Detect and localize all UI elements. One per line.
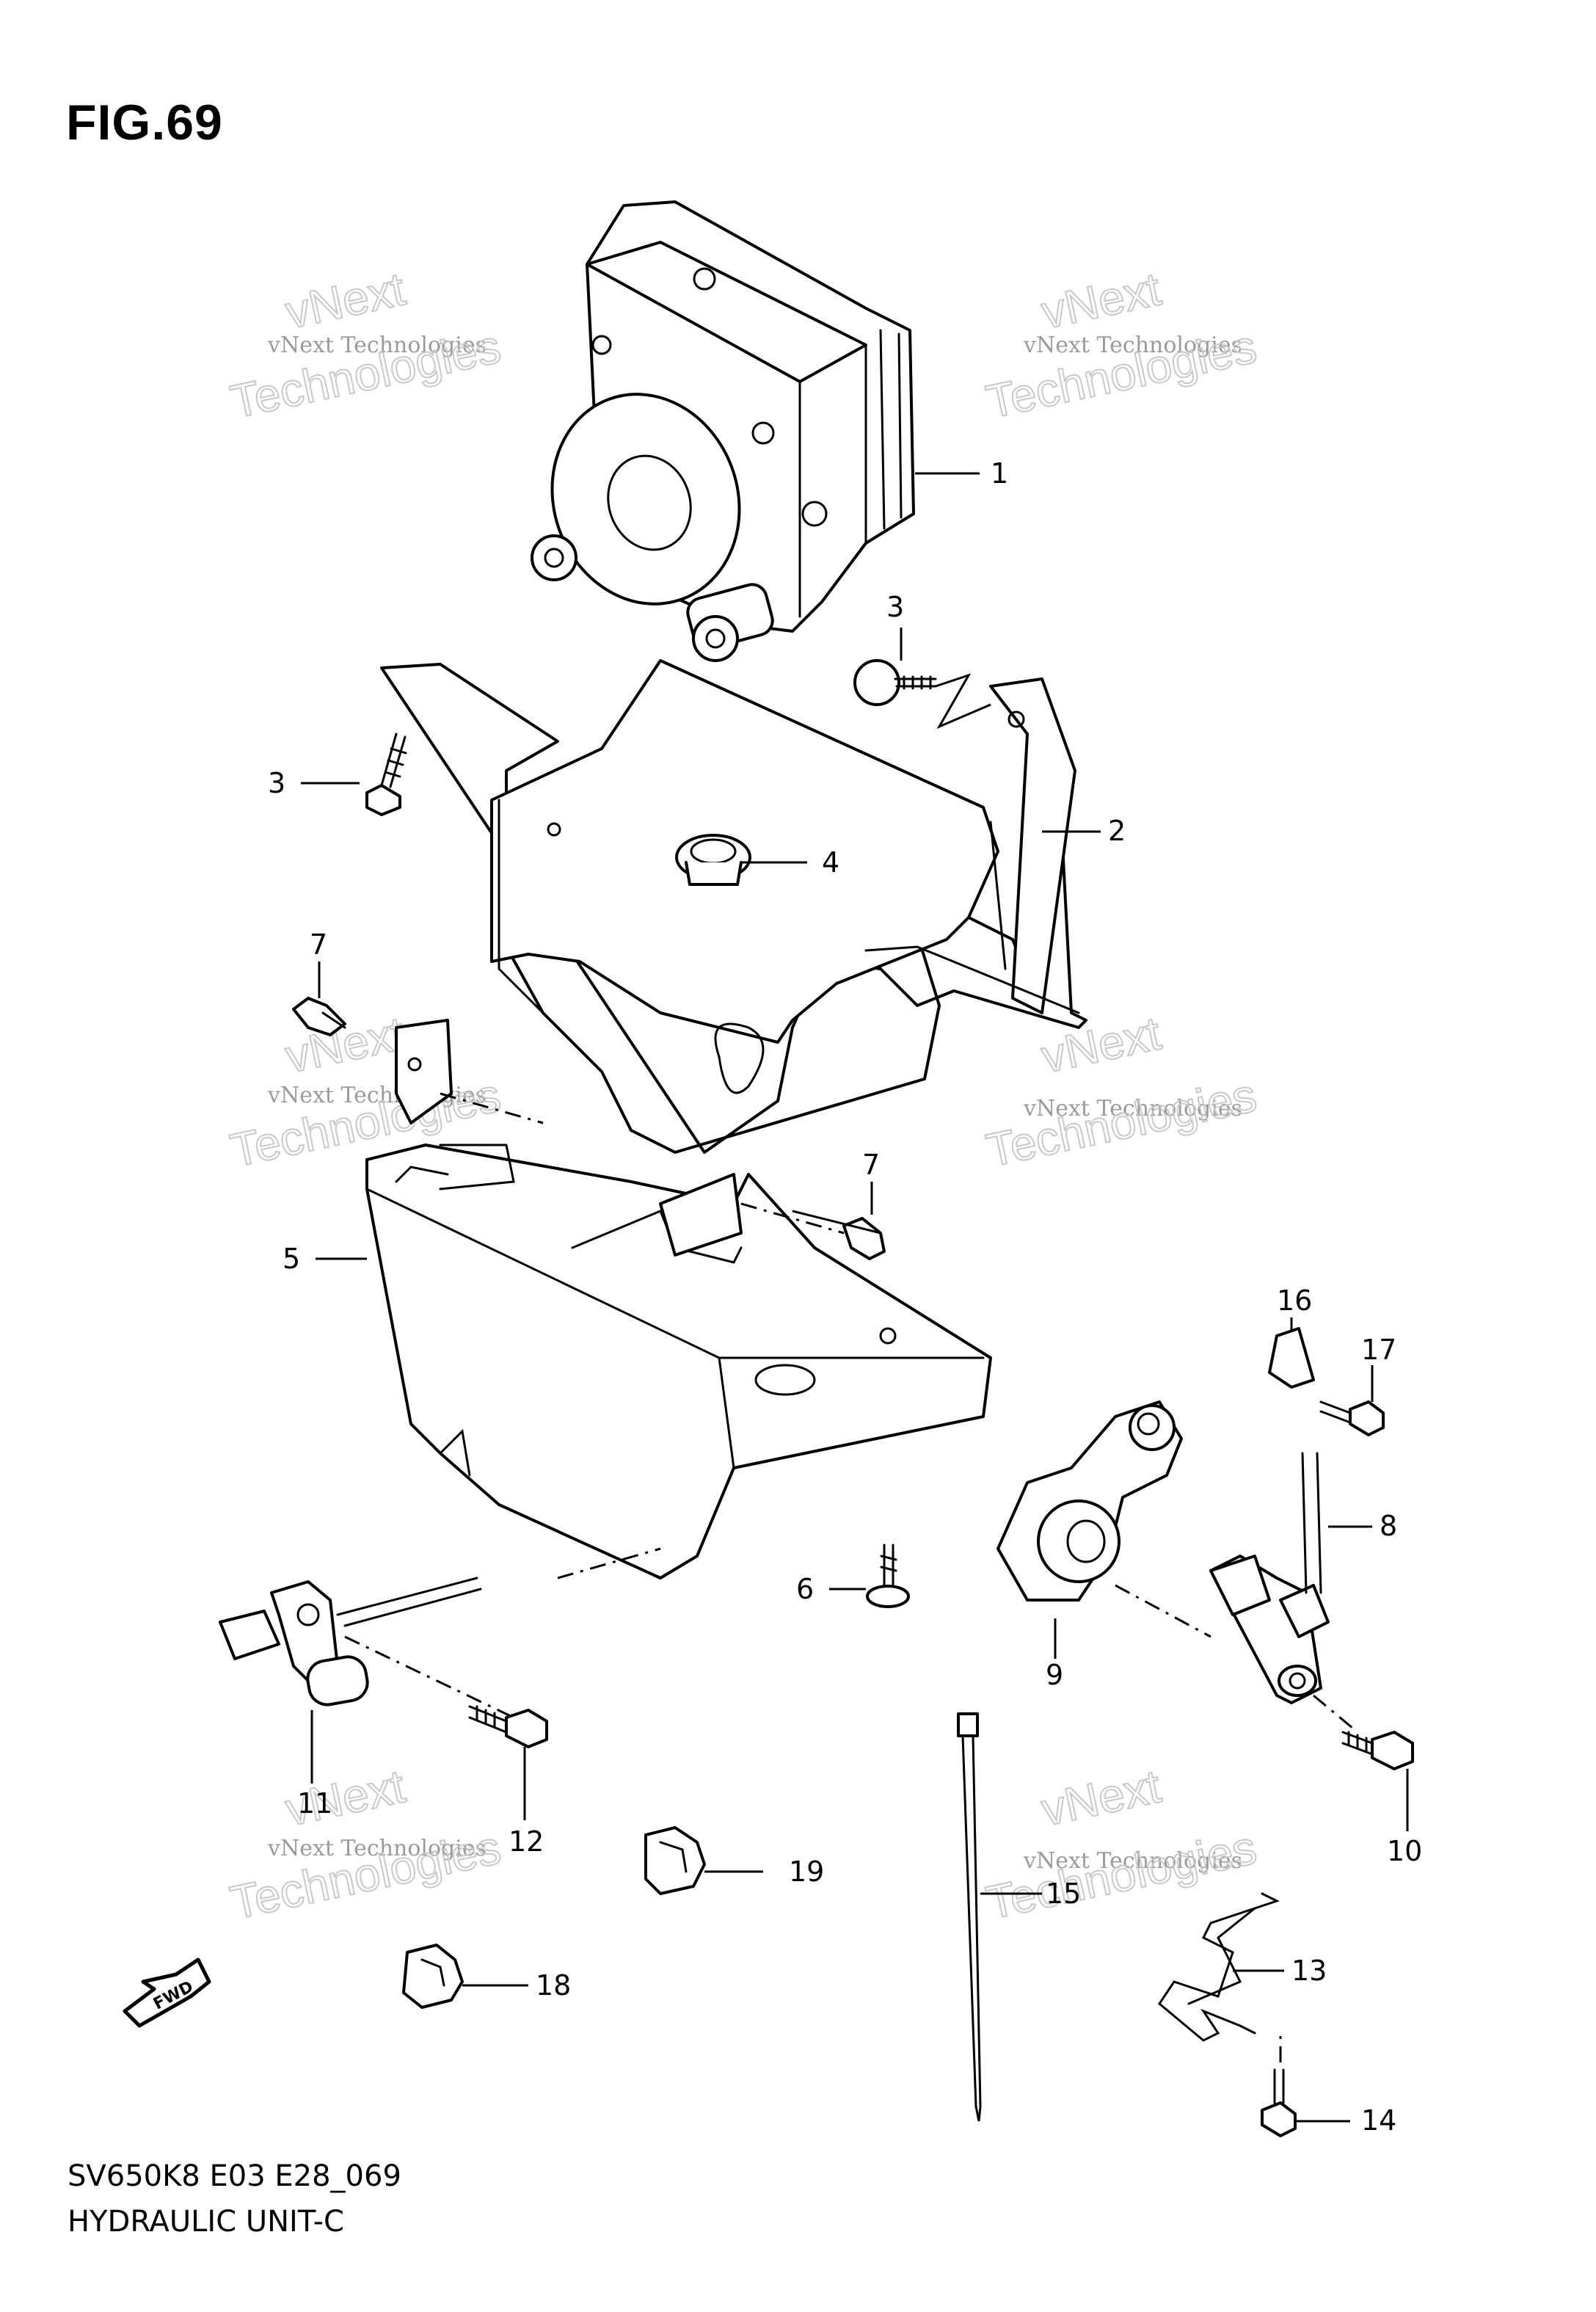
part-5-lower-cover [365,1019,992,1579]
svg-text:vNext: vNext [281,262,409,338]
part-1-hydraulic-unit [531,200,915,662]
part-19-clamp [644,1826,706,1895]
callout-7-right: 7 [862,1149,880,1181]
callout-3-upper: 3 [886,591,904,623]
part-16-clamp [1268,1327,1315,1389]
callout-2: 2 [1108,815,1126,847]
watermark-mid-right: vNext vNext Technologies Technologies [981,1006,1261,1177]
part-3-bolt-upper [853,659,937,706]
part-8-speed-sensor [1209,1452,1330,1704]
callout-19: 19 [789,1855,824,1888]
callout-11: 11 [297,1787,332,1820]
svg-text:vNext Technologies: vNext Technologies [267,1836,487,1861]
part-11-rear-sensor [219,1577,482,1706]
part-15-cable-tie [957,1712,982,2122]
svg-text:vNext Technologies: vNext Technologies [1023,1848,1242,1874]
callout-6: 6 [796,1573,814,1605]
part-7-clip-left [292,997,346,1036]
svg-text:vNext Technologies: vNext Technologies [267,332,487,358]
model-code: SV650K8 E03 E28_069 [68,2159,401,2193]
callout-labels: 1 2 3 3 4 5 6 7 7 8 9 10 11 12 13 14 15 … [268,457,1422,2137]
svg-text:Technologies: Technologies [982,1821,1261,1930]
part-9-sensor-holder [996,1400,1183,1602]
svg-text:Technologies: Technologies [982,1069,1261,1177]
fwd-arrow-icon: FWD [123,1957,211,2028]
watermark-bottom-left: vNext vNext Technologies Technologies [225,1759,506,1930]
callout-15: 15 [1046,1877,1081,1910]
leader-lines [301,472,1409,2123]
watermark-top-right: vNext vNext Technologies Technologies [981,261,1261,429]
callout-16: 16 [1277,1284,1312,1317]
svg-text:vNext: vNext [1037,1759,1165,1836]
callout-10: 10 [1387,1835,1422,1867]
part-6-screw [866,1544,910,1608]
callout-5: 5 [283,1243,300,1275]
svg-text:vNext Technologies: vNext Technologies [1023,1096,1242,1122]
part-14-screw [1261,2068,1297,2137]
callout-3-left: 3 [268,767,285,799]
svg-text:vNext Technologies: vNext Technologies [1023,332,1242,358]
callout-14: 14 [1361,2104,1396,2137]
part-7-clip-right [842,1217,886,1260]
svg-text:vNext: vNext [1037,262,1165,338]
part-17-screw [1319,1400,1385,1436]
callout-12: 12 [509,1825,544,1858]
part-13-guide-wire [1158,1892,1280,2042]
part-10-bolt [1341,1731,1414,1770]
figure-title: FIG.69 [66,95,223,150]
callout-13: 13 [1291,1955,1327,1987]
callout-8: 8 [1380,1510,1397,1542]
callout-17: 17 [1361,1334,1396,1366]
callout-7-left: 7 [310,928,327,961]
callout-9: 9 [1046,1659,1063,1691]
centerlines [344,1092,1358,2062]
part-3-bolt-left [365,733,407,816]
part-4-grommet [675,834,751,886]
part-18-clamp [402,1944,464,2009]
diagram-caption: HYDRAULIC UNIT-C [68,2205,344,2239]
part-12-bolt [468,1705,548,1748]
watermark-top-left: vNext vNext Technologies Technologies [225,261,506,429]
callout-18: 18 [536,1969,571,2002]
watermark-bottom-right: vNext vNext Technologies Technologies [981,1759,1261,1930]
callout-4: 4 [822,846,839,879]
callout-1: 1 [991,457,1008,490]
